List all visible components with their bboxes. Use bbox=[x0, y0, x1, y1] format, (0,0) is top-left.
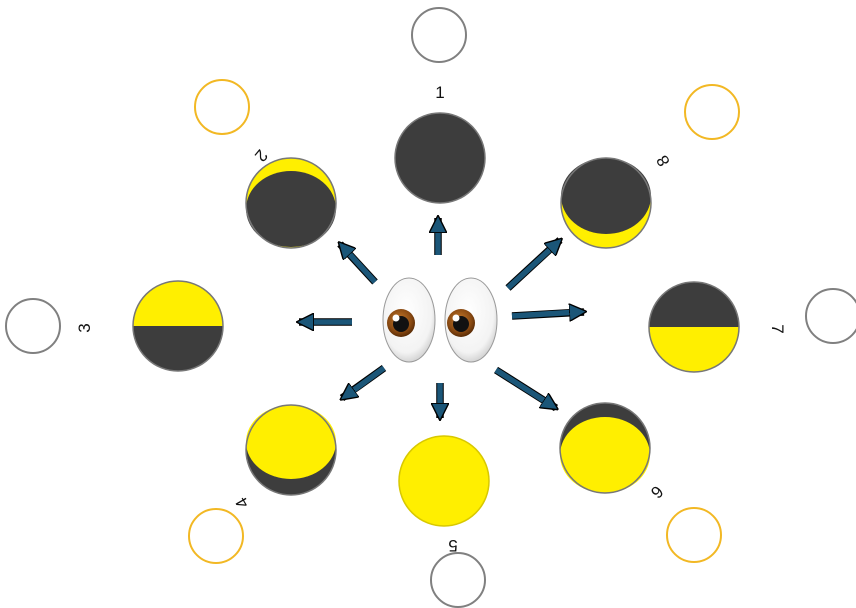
phase-label-6: 6 bbox=[647, 482, 667, 502]
eyes-icon bbox=[382, 277, 498, 363]
outer-circle-4 bbox=[188, 508, 244, 564]
outer-circle-3 bbox=[5, 298, 61, 354]
moon-phase-1 bbox=[394, 112, 486, 204]
outer-circle-2 bbox=[194, 79, 250, 135]
moon-phase-2 bbox=[245, 157, 337, 249]
phase-label-7: 7 bbox=[768, 324, 787, 333]
moon-phase-7 bbox=[648, 281, 740, 373]
phase-label-2: 2 bbox=[251, 146, 272, 165]
outer-circle-5 bbox=[430, 552, 486, 608]
moon-phase-4 bbox=[245, 404, 337, 496]
phase-label-3: 3 bbox=[75, 323, 94, 332]
outer-circle-7 bbox=[805, 288, 856, 344]
phase-label-8: 8 bbox=[653, 152, 674, 170]
moon-phase-8 bbox=[560, 157, 652, 249]
sight-arrows-fill bbox=[305, 224, 578, 412]
phase-label-5: 5 bbox=[448, 536, 457, 555]
moon-phases bbox=[132, 112, 740, 527]
outer-circle-6 bbox=[666, 507, 722, 563]
outer-circle-8 bbox=[684, 84, 740, 140]
phase-label-4: 4 bbox=[232, 494, 253, 512]
moon-phase-6 bbox=[559, 402, 651, 494]
phase-label-1: 1 bbox=[435, 83, 444, 102]
moon-phase-3 bbox=[132, 280, 224, 372]
moon-phase-5 bbox=[398, 435, 490, 527]
outer-circle-1 bbox=[411, 7, 467, 63]
outer-circles bbox=[5, 7, 856, 608]
